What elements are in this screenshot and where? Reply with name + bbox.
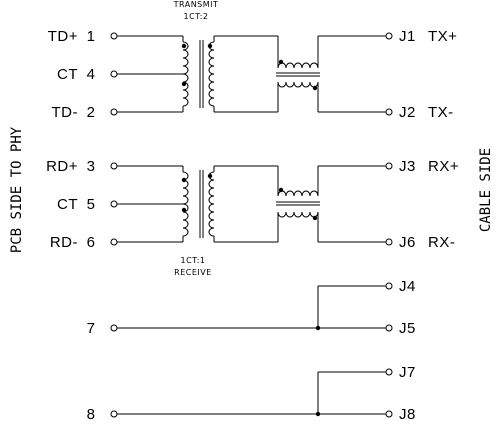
left-pin-2: TD- 2 bbox=[52, 104, 96, 121]
left-pin-4: CT 4 bbox=[57, 66, 95, 83]
left-pin-name: CT bbox=[57, 66, 78, 83]
transmit-transformer bbox=[117, 35, 386, 113]
right-pin-name: J6 bbox=[399, 234, 416, 251]
terminal-circle bbox=[385, 282, 393, 290]
terminal-circle bbox=[110, 162, 118, 170]
right-pin-j4: J4 bbox=[399, 278, 416, 295]
primary-coil bbox=[182, 41, 189, 107]
left-pin-name: CT bbox=[57, 196, 78, 213]
phase-dot bbox=[181, 207, 187, 213]
right-pin-j5: J5 bbox=[399, 320, 416, 337]
terminal-circle bbox=[110, 238, 118, 246]
terminal-circle bbox=[110, 70, 118, 78]
right-pin-name: J7 bbox=[399, 364, 416, 381]
junction-dot bbox=[315, 411, 321, 417]
terminal-circle bbox=[110, 32, 118, 40]
left-pin-num: 4 bbox=[87, 66, 96, 83]
right-pin-j6: J6 RX- bbox=[399, 234, 455, 251]
right-pin-name: J3 bbox=[399, 158, 416, 175]
left-pin-5: CT 5 bbox=[57, 196, 95, 213]
left-pin-6: RD- 6 bbox=[50, 234, 96, 251]
primary-coil bbox=[182, 171, 189, 237]
right-pin-j7: J7 bbox=[399, 364, 416, 381]
left-pin-name: TD+ bbox=[48, 28, 78, 45]
pcb-side-label: PCB SIDE TO PHY bbox=[9, 126, 25, 253]
transmit-ratio: 1CT:2 bbox=[184, 12, 209, 21]
phase-dot bbox=[181, 177, 187, 183]
right-pin-signal: RX+ bbox=[428, 158, 459, 175]
left-pin-num: 2 bbox=[87, 104, 96, 121]
terminal-circle bbox=[385, 32, 393, 40]
phase-dot bbox=[207, 173, 213, 179]
receive-title: RECEIVE bbox=[174, 268, 212, 277]
secondary-coil bbox=[208, 171, 215, 237]
terminal-circle bbox=[385, 238, 393, 246]
transmit-title: TRANSMIT bbox=[173, 0, 219, 9]
left-pin-num: 1 bbox=[87, 28, 96, 45]
phase-dot bbox=[181, 43, 187, 49]
right-pin-j3: J3 RX+ bbox=[399, 158, 459, 175]
receive-transformer bbox=[117, 165, 386, 243]
right-pin-signal: TX- bbox=[428, 104, 454, 121]
terminal-circle bbox=[110, 410, 118, 418]
right-pin-name: J4 bbox=[399, 278, 416, 295]
phase-dot bbox=[207, 43, 213, 49]
right-pin-signal: TX+ bbox=[428, 28, 457, 45]
pin8-net bbox=[117, 371, 386, 417]
right-terminals bbox=[385, 32, 393, 418]
right-pin-j2: J2 TX- bbox=[399, 104, 454, 121]
left-pin-3: RD+ 3 bbox=[46, 158, 95, 175]
left-pin-name: TD- bbox=[52, 104, 79, 121]
choke-coil-bottom bbox=[277, 211, 319, 218]
terminal-circle bbox=[385, 162, 393, 170]
phase-dot bbox=[312, 215, 318, 221]
left-pin-num: 7 bbox=[87, 320, 96, 337]
terminal-circle bbox=[385, 108, 393, 116]
right-pin-name: J8 bbox=[399, 406, 416, 423]
left-pin-num: 5 bbox=[87, 196, 96, 213]
terminal-circle bbox=[385, 410, 393, 418]
left-pin-num: 3 bbox=[87, 158, 96, 175]
right-pin-j1: J1 TX+ bbox=[399, 28, 457, 45]
receive-ratio: 1CT:1 bbox=[181, 256, 206, 265]
left-pin-name: RD- bbox=[50, 234, 78, 251]
right-pin-name: J2 bbox=[399, 104, 416, 121]
phase-dot bbox=[181, 81, 187, 87]
left-pin-num: 6 bbox=[87, 234, 96, 251]
pin7-net bbox=[117, 285, 386, 331]
left-pin-7: 7 bbox=[87, 320, 96, 337]
right-pin-j8: J8 bbox=[399, 406, 416, 423]
left-pin-num: 8 bbox=[87, 406, 96, 423]
right-pin-signal: RX- bbox=[428, 234, 455, 251]
terminal-circle bbox=[385, 324, 393, 332]
right-pin-name: J5 bbox=[399, 320, 416, 337]
terminal-circle bbox=[110, 200, 118, 208]
secondary-coil bbox=[208, 41, 215, 107]
cable-side-label: CABLE SIDE bbox=[478, 148, 494, 232]
choke-coil-top bbox=[277, 190, 319, 197]
choke-coil-top bbox=[277, 62, 319, 69]
phase-dot bbox=[312, 85, 318, 91]
phase-dot bbox=[278, 59, 284, 65]
junction-dot bbox=[315, 325, 321, 331]
terminal-circle bbox=[385, 368, 393, 376]
choke-coil-bottom bbox=[277, 81, 319, 88]
right-pin-name: J1 bbox=[399, 28, 416, 45]
left-pin-name: RD+ bbox=[46, 158, 78, 175]
left-pin-1: TD+ 1 bbox=[48, 28, 96, 45]
terminal-circle bbox=[110, 324, 118, 332]
left-terminals bbox=[110, 32, 118, 418]
left-pin-8: 8 bbox=[87, 406, 96, 423]
terminal-circle bbox=[110, 108, 118, 116]
phase-dot bbox=[278, 187, 284, 193]
